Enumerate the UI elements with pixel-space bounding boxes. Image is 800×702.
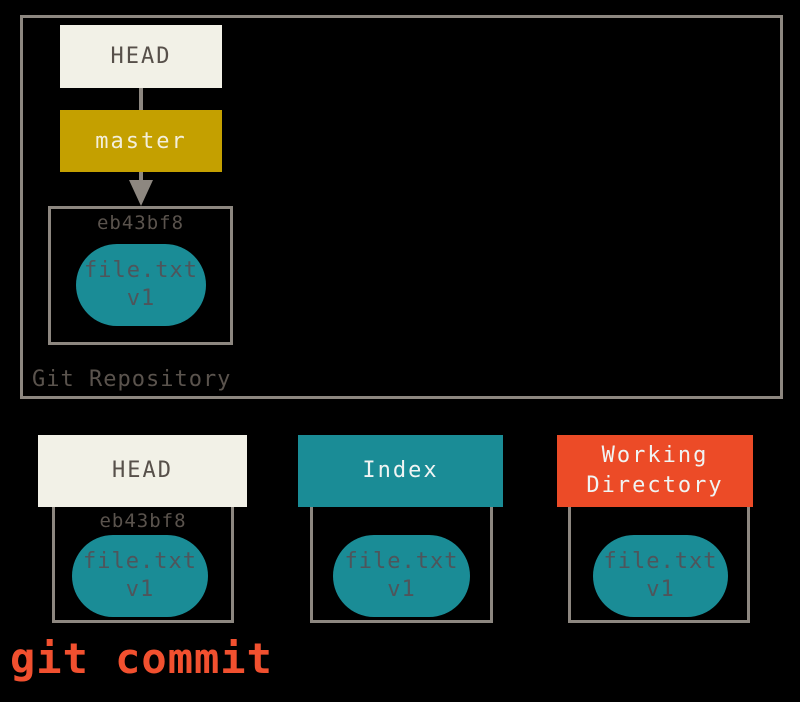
head-to-master-connector	[139, 88, 143, 112]
git-repository-box	[20, 15, 783, 399]
file-name: file.txt	[83, 549, 197, 574]
file-name: file.txt	[603, 549, 718, 574]
master-to-commit-arrow-shaft	[139, 172, 143, 184]
head-ref-box: HEAD	[60, 25, 222, 88]
git-commit-caption: git commit	[10, 634, 273, 683]
commit-hash-label: eb43bf8	[96, 212, 185, 234]
index-column-header: Index	[298, 435, 503, 507]
file-blob-working-directory: file.txt v1	[593, 535, 728, 617]
file-version: v1	[646, 577, 675, 602]
file-version: v1	[387, 577, 416, 602]
file-name: file.txt	[344, 549, 459, 574]
head-column-hash-label: eb43bf8	[99, 510, 187, 532]
file-version: v1	[125, 577, 155, 602]
commit-box	[48, 206, 233, 345]
master-branch-box: master	[60, 110, 222, 172]
file-blob-index: file.txt v1	[333, 535, 470, 617]
file-version: v1	[126, 286, 156, 311]
arrow-down-icon	[129, 180, 153, 206]
git-repository-label: Git Repository	[32, 367, 232, 392]
file-blob-commit: file.txt v1	[76, 244, 206, 326]
working-directory-column-header: Working Directory	[557, 435, 753, 507]
file-blob-head: file.txt v1	[72, 535, 208, 617]
file-name: file.txt	[84, 258, 198, 283]
head-column-header: HEAD	[38, 435, 247, 507]
